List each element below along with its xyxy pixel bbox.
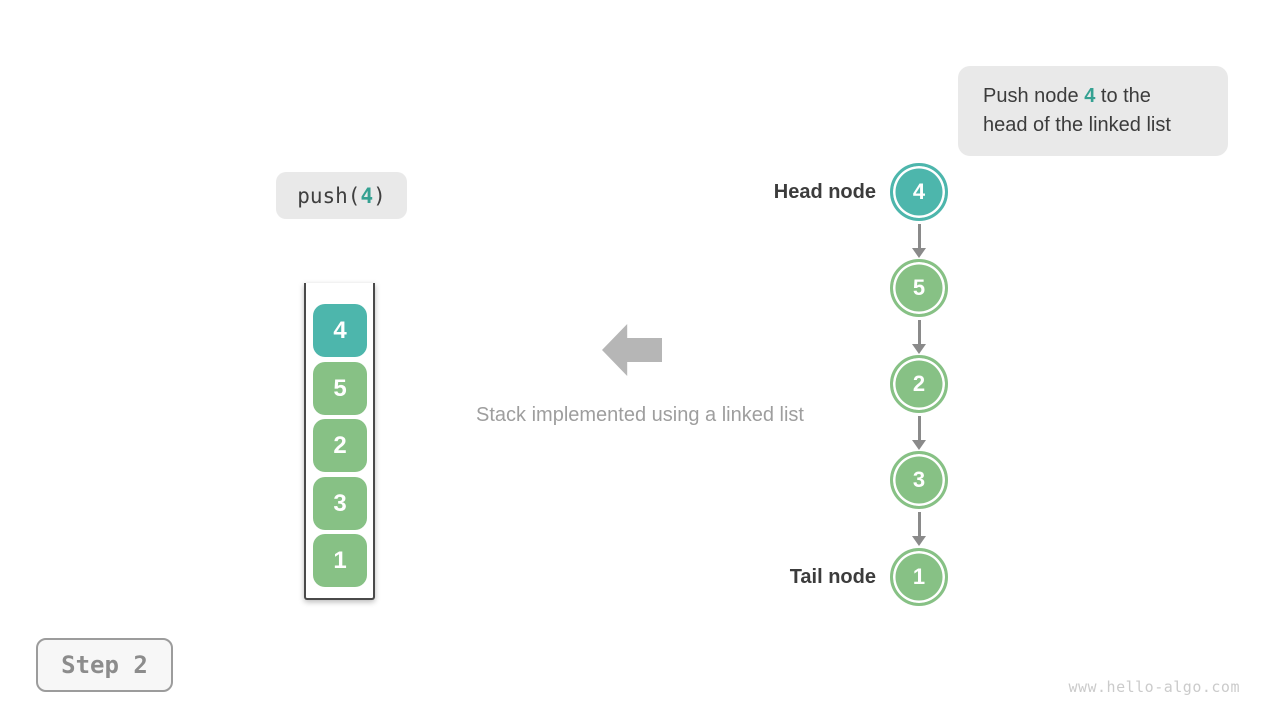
watermark-url: www.hello-algo.com xyxy=(1068,678,1240,696)
list-node: 4 xyxy=(890,163,948,221)
list-node: 5 xyxy=(890,259,948,317)
stack-item: 4 xyxy=(313,304,367,357)
stack-item: 2 xyxy=(313,419,367,472)
left-arrow-icon xyxy=(602,324,662,376)
caption-text: Stack implemented using a linked list xyxy=(476,404,804,426)
stack-item: 3 xyxy=(313,477,367,530)
callout-bubble: Push node 4 to the head of the linked li… xyxy=(958,66,1228,156)
callout-highlight-value: 4 xyxy=(1084,85,1096,107)
callout-line1: Push node 4 to the xyxy=(983,85,1151,107)
down-arrow-icon xyxy=(912,512,926,546)
stack-container: 4 5 2 3 1 xyxy=(304,283,375,600)
step-badge: Step 2 xyxy=(36,638,173,692)
callout-line2: head of the linked list xyxy=(983,114,1171,136)
down-arrow-icon xyxy=(912,416,926,450)
down-arrow-icon xyxy=(912,320,926,354)
stack-item: 5 xyxy=(313,362,367,415)
tail-node-label: Tail node xyxy=(789,566,876,588)
down-arrow-icon xyxy=(912,224,926,258)
head-node-label: Head node xyxy=(773,181,876,203)
list-node: 1 xyxy=(890,548,948,606)
list-node: 2 xyxy=(890,355,948,413)
operation-arg: 4 xyxy=(360,183,374,208)
operation-label: push(4) xyxy=(276,172,407,219)
list-node: 3 xyxy=(890,451,948,509)
stack-item: 1 xyxy=(313,534,367,587)
